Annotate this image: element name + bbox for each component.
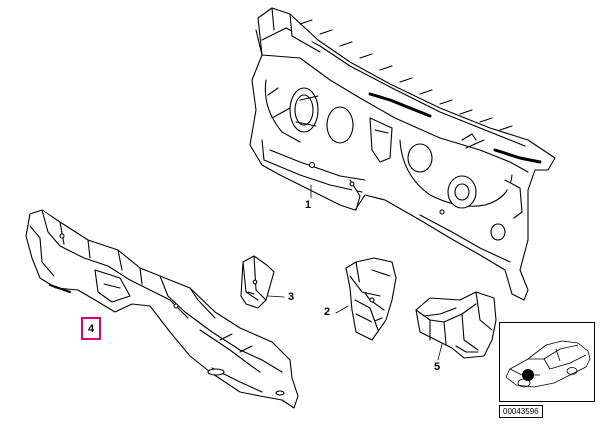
part-2-side-panel[interactable] (345, 257, 397, 341)
callout-3[interactable]: 3 (288, 291, 295, 303)
callout-4[interactable]: 4 (87, 322, 95, 335)
part-1-bulkhead[interactable] (249, 7, 556, 301)
callout-5[interactable]: 5 (434, 361, 441, 373)
callout-4-highlight[interactable]: 4 (81, 317, 101, 340)
car-silhouette-icon (505, 340, 591, 388)
leader-lines (267, 184, 443, 361)
vehicle-location-thumbnail (499, 322, 595, 402)
location-marker-icon (522, 369, 534, 381)
callout-2[interactable]: 2 (324, 306, 331, 318)
callout-1[interactable]: 1 (305, 199, 312, 211)
part-3-bracket[interactable] (240, 255, 275, 309)
diagram-number: 00043596 (499, 405, 543, 418)
part-4-floor-rail[interactable] (25, 209, 299, 409)
part-5-box-bracket[interactable] (415, 291, 497, 359)
